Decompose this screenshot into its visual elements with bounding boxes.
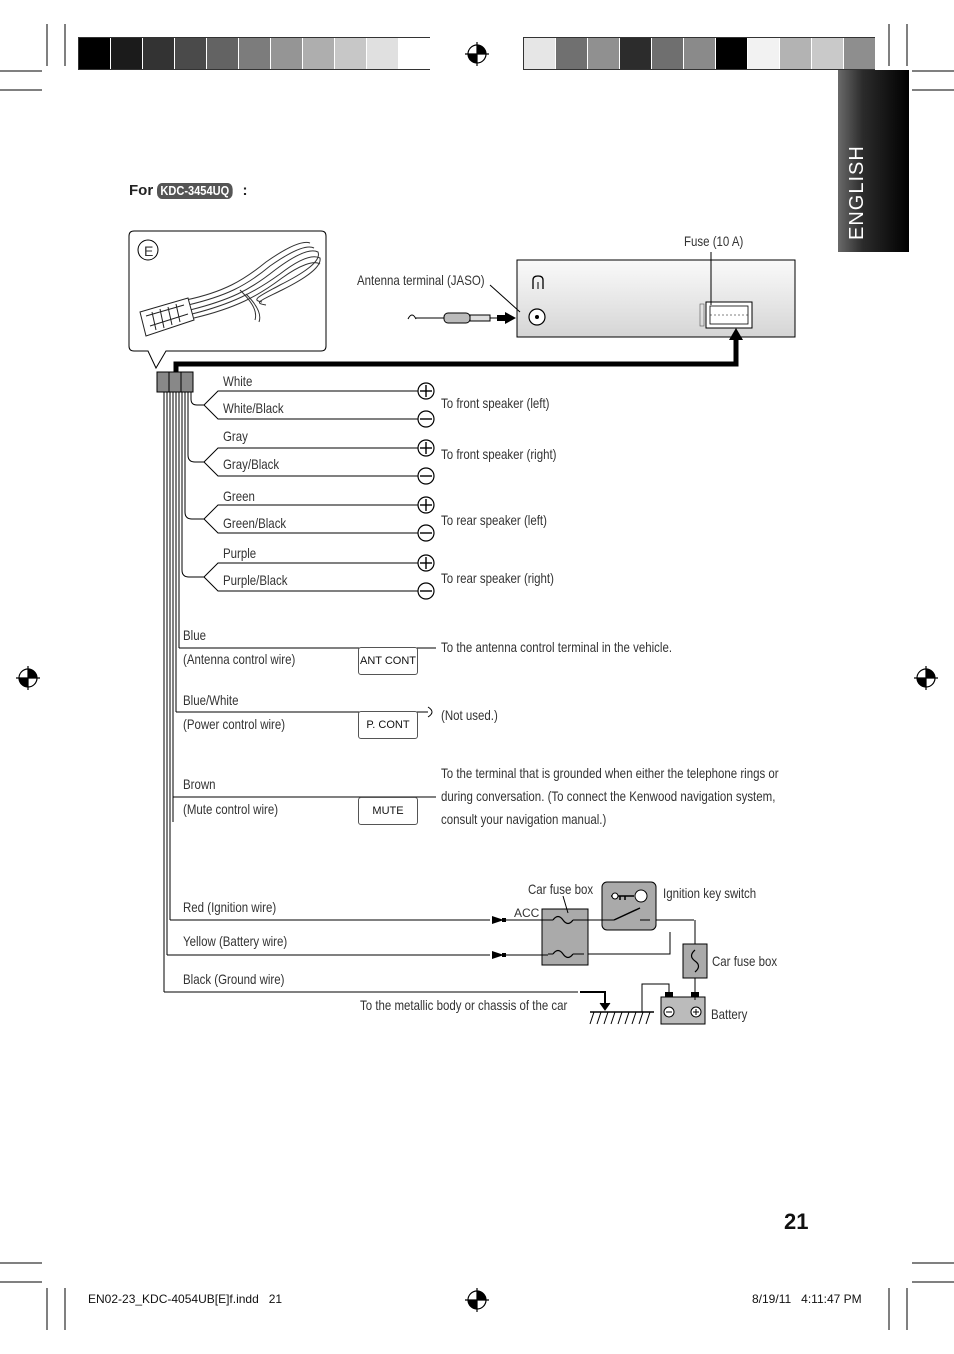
color-bar-right-swatch	[748, 38, 780, 69]
wire-sub-blue-white: (Power control wire)	[183, 716, 286, 732]
for-label: For	[129, 182, 154, 199]
header-colon: :	[242, 182, 248, 199]
accessory-harness-box	[128, 230, 327, 370]
wire-label-blue: Blue	[183, 627, 206, 643]
acc-label: ACC	[514, 906, 540, 920]
color-bar-right-swatch	[812, 38, 844, 69]
harness-connector	[156, 371, 194, 393]
color-bar-right-swatch	[716, 38, 748, 69]
head-unit	[173, 252, 796, 372]
ground-symbol	[580, 991, 654, 1025]
color-bar-right-swatch	[556, 38, 588, 69]
wire-label-green-black: Green/Black	[223, 515, 287, 531]
wire-label-gray: Gray	[223, 428, 248, 444]
car-fuse-box-1	[506, 895, 589, 966]
wire-label-gray-black: Gray/Black	[223, 456, 280, 472]
car-fuse-box-label-2: Car fuse box	[712, 953, 778, 969]
dest-rear-right: To rear speaker (right)	[441, 570, 554, 586]
color-bar-left-swatch	[175, 38, 207, 69]
color-bar-left-swatch	[303, 38, 335, 69]
p-cont-tag: P. CONT	[358, 711, 418, 739]
fuse-label: Fuse (10 A)	[684, 233, 744, 249]
color-bar-left-swatch	[207, 38, 239, 69]
color-bar-right-swatch	[844, 38, 876, 69]
language-tab: ENGLISH	[838, 70, 909, 252]
color-bar-left-swatch	[143, 38, 175, 69]
battery-label: Battery	[711, 1006, 748, 1022]
ant-cont-tag: ANT CONT	[358, 647, 418, 675]
model-header: For KDC-3454UQ :	[129, 182, 247, 199]
dest-mute-line-1: To the terminal that is grounded when ei…	[441, 765, 779, 781]
color-bar-right-swatch	[652, 38, 684, 69]
dest-front-right: To front speaker (right)	[441, 446, 557, 462]
antenna-terminal-label: Antenna terminal (JASO)	[357, 272, 485, 288]
wire-sub-brown: (Mute control wire)	[183, 801, 279, 817]
dest-front-left: To front speaker (left)	[441, 395, 550, 411]
dest-rear-left: To rear speaker (left)	[441, 512, 547, 528]
wire-label-black: Black (Ground wire)	[183, 971, 285, 987]
color-bar-right-swatch	[684, 38, 716, 69]
color-bar-left-swatch	[111, 38, 143, 69]
dest-mute-line-2: during conversation. (To connect the Ken…	[441, 788, 776, 804]
footer-timestamp: 8/19/11 4:11:47 PM	[752, 1292, 862, 1306]
wire-label-yellow: Yellow (Battery wire)	[183, 933, 288, 949]
color-bar-left-swatch	[239, 38, 271, 69]
color-bar-right-swatch	[620, 38, 652, 69]
color-bar-left-swatch	[335, 38, 367, 69]
ignition-key-switch-label: Ignition key switch	[663, 885, 757, 901]
color-bar-left-swatch	[367, 38, 399, 69]
dest-antenna-control: To the antenna control terminal in the v…	[441, 639, 673, 655]
color-bar-left-swatch	[399, 38, 431, 69]
wire-label-white-black: White/Black	[223, 400, 284, 416]
footer-file: EN02-23_KDC-4054UB[E]f.indd 21	[88, 1292, 283, 1306]
color-bar-left-swatch	[79, 38, 111, 69]
model-badge: KDC-3454UQ	[157, 183, 233, 199]
car-fuse-box-2	[588, 920, 708, 1000]
ignition-key-switch	[584, 881, 694, 931]
wire-label-purple: Purple	[223, 545, 257, 561]
mute-tag: MUTE	[358, 797, 418, 825]
dest-not-used: (Not used.)	[441, 707, 498, 723]
wire-label-red: Red (Ignition wire)	[183, 899, 277, 915]
wire-label-purple-black: Purple/Black	[223, 572, 288, 588]
color-bar-right-swatch	[524, 38, 556, 69]
wire-label-green: Green	[223, 488, 255, 504]
battery	[641, 983, 706, 1025]
wire-label-white: White	[223, 373, 253, 389]
color-bar-right-swatch	[588, 38, 620, 69]
wire-label-brown: Brown	[183, 776, 216, 792]
color-bar-left-swatch	[271, 38, 303, 69]
car-fuse-box-label-1: Car fuse box	[528, 881, 594, 897]
chassis-label: To the metallic body or chassis of the c…	[360, 997, 568, 1013]
wire-sub-blue: (Antenna control wire)	[183, 651, 296, 667]
dest-mute-line-3: consult your navigation manual.)	[441, 811, 607, 827]
color-bar-right-swatch	[780, 38, 812, 69]
accessory-label: E	[144, 243, 154, 259]
wire-label-blue-white: Blue/White	[183, 692, 239, 708]
page-number: 21	[784, 1209, 809, 1234]
